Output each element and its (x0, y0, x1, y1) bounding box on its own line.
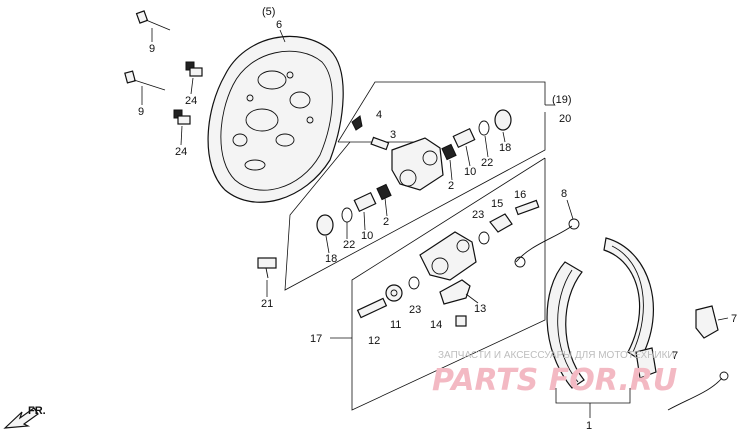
watermark: ЗАПЧАСТИ И АКСЕССУАРЫ ДЛЯ МОТОТЕХНИКИ PA… (432, 350, 677, 398)
nut-24-upper (185, 61, 203, 77)
callout-15: 15 (491, 198, 503, 210)
callout-13: 13 (474, 303, 486, 315)
piston-upper (441, 109, 512, 161)
bolt-9-upper (135, 10, 171, 31)
watermark-brand: PARTS FOR.RU (432, 363, 677, 398)
shoe-retainer-7-lower (635, 347, 657, 379)
callout-11: 11 (390, 319, 401, 331)
callout-24-upper: 24 (185, 95, 197, 107)
callout-3: 3 (390, 129, 396, 141)
callout-10-lower: 10 (361, 230, 373, 242)
callout-19: (19) (552, 94, 572, 106)
leader-lines (141, 28, 729, 321)
callout-9-lower: 9 (138, 106, 144, 118)
wheel-cylinder-lower (419, 199, 540, 281)
adjuster-bolt-12 (356, 297, 388, 319)
callout-2-lower: 2 (383, 216, 389, 228)
callout-8: 8 (561, 188, 567, 200)
front-direction-arrow (3, 407, 39, 429)
callout-17: 17 (310, 333, 322, 345)
callout-21: 21 (261, 298, 273, 310)
lower-spring (667, 371, 729, 411)
callout-14: 14 (430, 319, 442, 331)
callout-16: 16 (514, 189, 526, 201)
callout-10-upper: 10 (464, 166, 476, 178)
callout-18-upper: 18 (499, 142, 511, 154)
callout-12: 12 (368, 335, 380, 347)
direction-label: FR. (28, 405, 46, 417)
wheel-cylinder-upper (391, 137, 444, 191)
lever-13 (439, 279, 471, 305)
callout-23-lower: 23 (409, 304, 421, 316)
watermark-caption: ЗАПЧАСТИ И АКСЕССУАРЫ ДЛЯ МОТОТЕХНИКИ (438, 350, 675, 361)
assembly-frames (284, 81, 631, 418)
callout-23-upper: 23 (472, 209, 484, 221)
callout-9-upper: 9 (149, 43, 155, 55)
bleeder-screw-3 (370, 136, 390, 151)
nut-24-lower (173, 109, 191, 125)
shoe-retainer-7-upper (695, 305, 719, 339)
callout-1: 1 (586, 420, 592, 432)
callout-2-upper: 2 (448, 180, 454, 192)
callout-22-upper: 22 (481, 157, 493, 169)
brake-panel (207, 35, 344, 203)
callout-24-lower: 24 (175, 146, 187, 158)
callout-4: 4 (376, 109, 382, 121)
callout-5: (5) (262, 6, 275, 18)
piston-left (316, 183, 392, 236)
callout-7-right: 7 (731, 313, 737, 325)
adjuster-wheel-11 (385, 284, 403, 302)
brake-shoe-right (603, 237, 654, 361)
pin-14 (455, 315, 467, 327)
callout-labels: (5) 6 9 9 24 24 4 3 (19) 20 18 22 10 2 2… (28, 6, 737, 432)
callout-18-lower: 18 (325, 253, 337, 265)
washer-23 (408, 276, 420, 290)
callout-7-left: 7 (672, 350, 678, 362)
brake-shoe-left (546, 261, 585, 389)
bleeder-cap-4 (351, 115, 363, 131)
callout-20: 20 (559, 113, 571, 125)
return-spring-8 (514, 218, 580, 268)
bolt-9-lower (124, 70, 166, 91)
callout-6: 6 (276, 19, 282, 31)
callout-22-lower: 22 (343, 239, 355, 251)
bolt-21 (257, 257, 277, 279)
